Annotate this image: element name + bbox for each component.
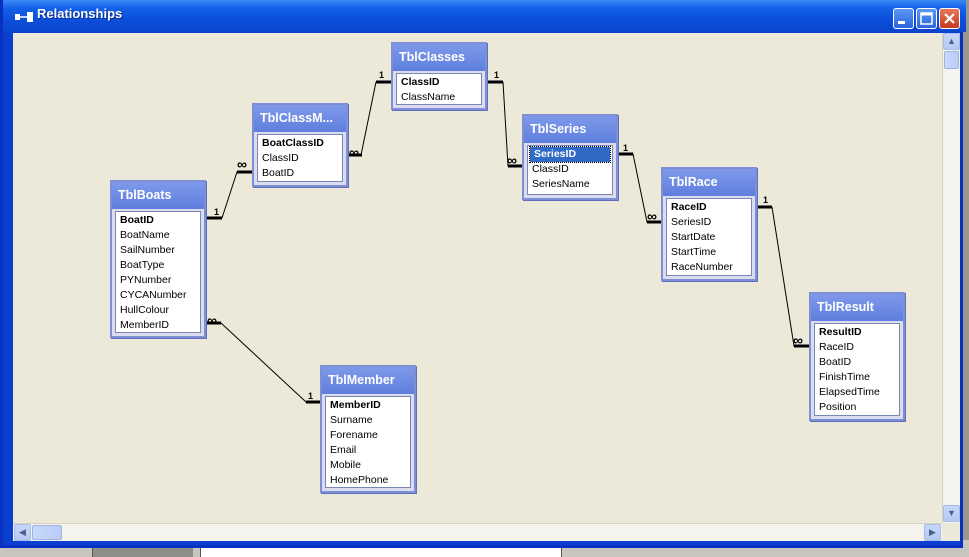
field-list[interactable]: BoatClassID ClassID BoatID [257, 134, 343, 182]
window-title: Relationships [37, 6, 123, 21]
field-item[interactable]: Forename [330, 429, 378, 441]
field-item[interactable]: HullColour [120, 304, 170, 316]
field-item-selected[interactable]: SeriesID [529, 146, 611, 163]
table-tblclassmembers[interactable]: TblClassM... BoatClassID ClassID BoatID [252, 103, 348, 187]
table-title[interactable]: TblRace [663, 169, 755, 196]
field-item[interactable]: SailNumber [120, 244, 175, 256]
scroll-right-icon: ▶ [929, 527, 936, 537]
field-item[interactable]: Surname [330, 414, 373, 426]
table-title[interactable]: TblBoats [112, 182, 204, 209]
field-item[interactable]: ResultID [819, 326, 862, 338]
table-title[interactable]: TblClasses [393, 44, 485, 71]
field-item[interactable]: MemberID [330, 399, 381, 411]
table-tblrace[interactable]: TblRace RaceID SeriesID StartDate StartT… [661, 167, 757, 281]
field-item[interactable]: HomePhone [330, 474, 389, 486]
field-item[interactable]: BoatID [120, 214, 154, 226]
one-label: 1 [379, 70, 384, 80]
scroll-up-icon: ▲ [947, 36, 956, 46]
table-tblresult[interactable]: TblResult ResultID RaceID BoatID FinishT… [809, 292, 905, 421]
field-item[interactable]: ClassID [532, 163, 569, 175]
scroll-right-button[interactable]: ▶ [924, 524, 941, 541]
one-label: 1 [308, 391, 313, 401]
horizontal-scrollbar[interactable]: ◀ ▶ [13, 523, 942, 541]
field-list[interactable]: BoatID BoatName SailNumber BoatType PYNu… [115, 211, 201, 333]
close-icon [944, 13, 955, 24]
field-item[interactable]: FinishTime [819, 371, 870, 383]
field-item[interactable]: BoatID [819, 356, 852, 368]
vertical-scrollbar[interactable]: ▲ ▼ [942, 33, 960, 523]
many-label: ∞ [793, 332, 803, 348]
table-tblmember[interactable]: TblMember MemberID Surname Forename Emai… [320, 365, 416, 493]
table-tblclasses[interactable]: TblClasses ClassID ClassName [391, 42, 487, 110]
field-item[interactable]: RaceNumber [671, 261, 733, 273]
field-list[interactable]: ResultID RaceID BoatID FinishTime Elapse… [814, 323, 900, 416]
relationship-lines: 1 ∞ 1 ∞ 1 ∞ 1 ∞ 1 ∞ 1 ∞ [206, 70, 810, 404]
maximize-icon [920, 12, 933, 25]
scrollbar-corner [942, 523, 960, 541]
table-title[interactable]: TblClassM... [254, 105, 346, 132]
field-item[interactable]: ClassName [401, 91, 456, 103]
one-label: 1 [623, 143, 628, 153]
field-list[interactable]: ClassID ClassName [396, 73, 482, 105]
relationships-canvas[interactable]: 1 ∞ 1 ∞ 1 ∞ 1 ∞ 1 ∞ 1 ∞ TblBoats BoatID [13, 33, 942, 523]
maximize-button[interactable] [916, 8, 937, 29]
field-item[interactable]: Email [330, 444, 357, 456]
field-item[interactable]: CYCANumber [120, 289, 187, 301]
title-bar[interactable]: Relationships [3, 0, 966, 32]
field-item[interactable]: PYNumber [120, 274, 172, 286]
field-item[interactable]: SeriesID [671, 216, 712, 228]
many-label: ∞ [647, 208, 657, 224]
minimize-icon [898, 21, 905, 24]
one-label: 1 [214, 207, 219, 217]
relationships-client-area: 1 ∞ 1 ∞ 1 ∞ 1 ∞ 1 ∞ 1 ∞ TblBoats BoatID [13, 33, 960, 541]
scroll-down-icon: ▼ [947, 508, 956, 518]
field-item[interactable]: Mobile [330, 459, 361, 471]
field-list[interactable]: MemberID Surname Forename Email Mobile H… [325, 396, 411, 488]
table-tblseries[interactable]: TblSeries SeriesID ClassID SeriesName [522, 114, 618, 200]
field-item[interactable]: BoatClassID [262, 137, 324, 149]
close-button[interactable] [939, 8, 960, 29]
field-item[interactable]: SeriesName [532, 178, 590, 190]
many-label: ∞ [237, 156, 247, 172]
table-tblboats[interactable]: TblBoats BoatID BoatName SailNumber Boat… [110, 180, 206, 338]
many-label: ∞ [207, 312, 217, 328]
table-title[interactable]: TblResult [811, 294, 903, 321]
one-label: 1 [763, 195, 768, 205]
field-item[interactable]: RaceID [671, 201, 707, 213]
field-list[interactable]: RaceID SeriesID StartDate StartTime Race… [666, 198, 752, 276]
field-item[interactable]: BoatName [120, 229, 170, 241]
horizontal-scroll-thumb[interactable] [32, 525, 62, 540]
minimize-button[interactable] [893, 8, 914, 29]
one-label: 1 [494, 70, 499, 80]
many-label: ∞ [349, 144, 359, 160]
table-title[interactable]: TblSeries [524, 116, 616, 143]
field-item[interactable]: MemberID [120, 319, 170, 331]
field-item[interactable]: StartTime [671, 246, 717, 258]
field-item[interactable]: ElapsedTime [819, 386, 880, 398]
table-title[interactable]: TblMember [322, 367, 414, 394]
field-item[interactable]: BoatID [262, 167, 295, 179]
field-item[interactable]: BoatType [120, 259, 165, 271]
scroll-left-icon: ◀ [19, 527, 26, 537]
field-item[interactable]: Position [819, 401, 857, 413]
field-item[interactable]: RaceID [819, 341, 855, 353]
many-label: ∞ [507, 152, 517, 168]
field-item[interactable]: ClassID [401, 76, 440, 88]
scroll-down-button[interactable]: ▼ [943, 505, 960, 522]
vertical-scroll-thumb[interactable] [944, 51, 959, 69]
field-item[interactable]: StartDate [671, 231, 716, 243]
scroll-left-button[interactable]: ◀ [14, 524, 31, 541]
field-list[interactable]: SeriesID ClassID SeriesName [527, 145, 613, 195]
scroll-up-button[interactable]: ▲ [943, 33, 960, 50]
relationships-icon [15, 12, 33, 22]
field-item[interactable]: ClassID [262, 152, 299, 164]
